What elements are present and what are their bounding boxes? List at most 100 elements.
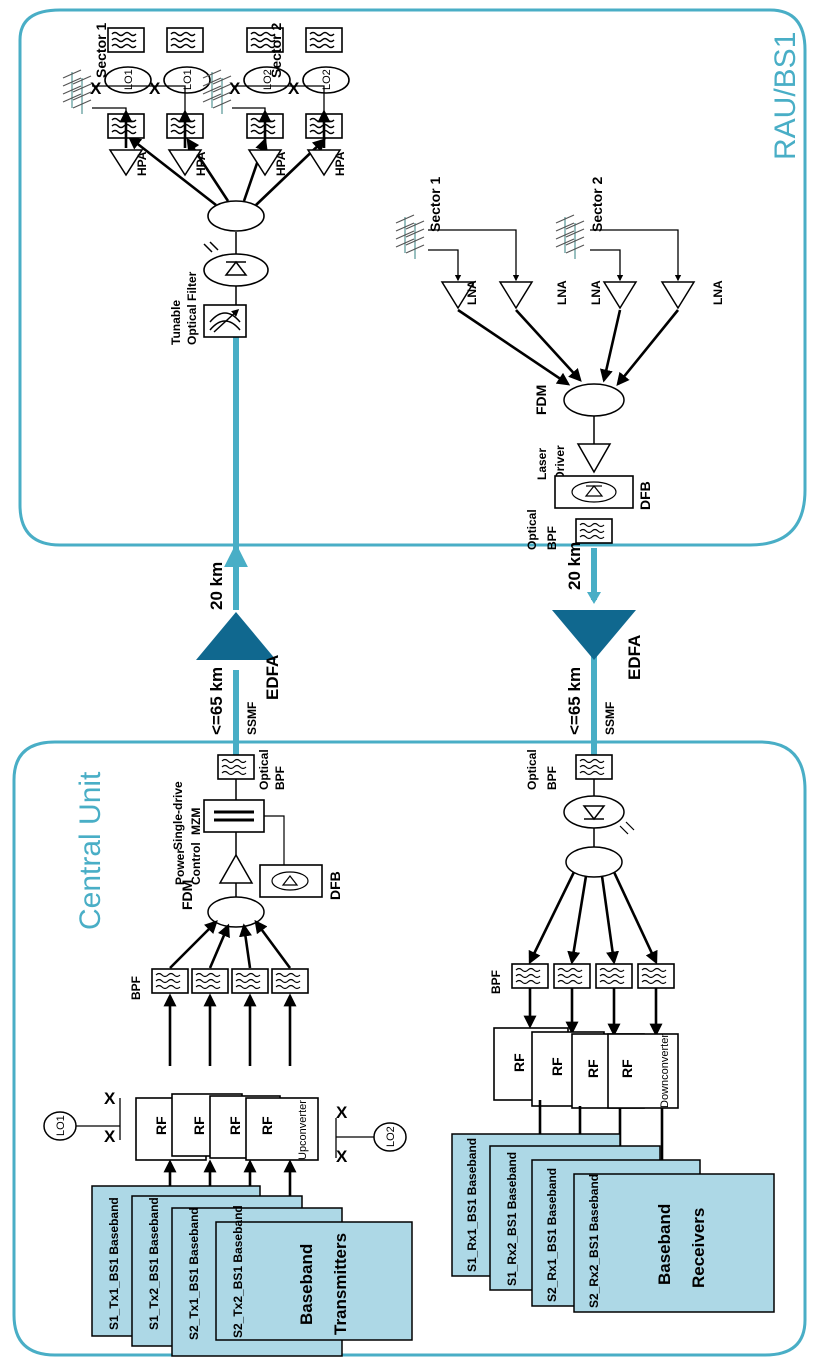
lna-label-4: LNA <box>711 280 725 305</box>
cu-tx-bpf-label: BPF <box>129 976 143 1000</box>
lna-label-2: LNA <box>555 280 569 305</box>
cu-mixer-lo1-b: X <box>104 1127 116 1146</box>
rau-region <box>18 8 807 547</box>
cu-down-rf-3: RF <box>585 1059 601 1078</box>
cu-downconverter-stack <box>493 1027 679 1109</box>
laser-driver-label-1: Laser <box>535 448 549 480</box>
cu-rx-bpf-label: BPF <box>489 970 503 994</box>
lna-to-fdm-arrows <box>457 308 680 387</box>
rx-baseband-3: S2_Rx1_BS1 Baseband <box>545 1168 559 1302</box>
rx-main-label-2: Receivers <box>689 1208 708 1288</box>
cu-rx-bpf-2 <box>553 963 591 989</box>
sector2-rx-label: Sector 2 <box>589 177 605 232</box>
cu-rx-optical-bpf-label-2: BPF <box>545 766 559 790</box>
rx-main-label-1: Baseband <box>655 1204 674 1285</box>
cu-mixer-lo2-a: X <box>336 1103 348 1122</box>
power-control-label-2: Control <box>189 842 203 885</box>
tx-baseband-3: S2_Tx1_BS1 Baseband <box>187 1207 201 1340</box>
upper-edfa-label: EDFA <box>263 655 282 700</box>
cu-up-rf-1: RF <box>153 1116 169 1135</box>
mzm-modulator <box>203 799 265 833</box>
lower-fiber-type: SSMF <box>603 702 617 735</box>
lna-feed-arrows <box>428 229 682 282</box>
lna-label-3: LNA <box>589 280 603 305</box>
cu-lo2-label: LO2 <box>385 1126 397 1147</box>
optical-bpf-cu-tx <box>217 754 255 780</box>
dfb-label-rau: DFB <box>637 481 653 510</box>
rx-baseband-2: S1_Rx2_BS1 Baseband <box>505 1152 519 1286</box>
sector1-tx-label: Sector 1 <box>93 23 109 78</box>
dfb-rau <box>554 475 634 509</box>
upper-fiber-type: SSMF <box>245 702 259 735</box>
cu-bpf-to-rf <box>523 988 663 1037</box>
cu-up-rf-2: RF <box>191 1116 207 1135</box>
fdm-label-cu: FDM <box>179 880 195 910</box>
tx-baseband-1: S1_Tx1_BS1 Baseband <box>107 1197 121 1330</box>
cu-rf-to-bpf <box>163 993 297 1066</box>
optical-bpf-cu-rx <box>575 754 613 780</box>
hpa-2 <box>167 149 203 177</box>
photodiode-rau <box>203 241 269 287</box>
edfa-lower <box>552 610 636 660</box>
laser-driver-label-2: Driver <box>553 445 567 480</box>
cu-upconverter-stack <box>135 1093 319 1161</box>
rau-optical-bpf-label-1: Optical <box>525 509 539 550</box>
downconverter-label: Downconverter <box>659 1034 671 1108</box>
lo2-a: LO2 <box>262 69 274 90</box>
cu-up-rf-3: RF <box>227 1116 243 1135</box>
antenna-sector1-rx <box>395 214 425 260</box>
cu-rx-optical-bpf-label-1: Optical <box>525 749 539 790</box>
tx-baseband-4: S2_Tx2_BS1 Baseband <box>231 1205 245 1338</box>
cu-tx-bpf-2 <box>191 968 229 994</box>
edfa-upper <box>196 612 276 660</box>
cu-lo2 <box>335 1118 407 1158</box>
cu-tx-baseband-stack <box>91 1185 413 1357</box>
optical-bpf-rau <box>575 518 613 544</box>
antenna-sector2-rx <box>555 214 585 260</box>
cu-tx-optical-bpf-label-1: Optical <box>257 749 271 790</box>
dfb-cu <box>259 864 323 898</box>
lower-edfa-label: EDFA <box>625 635 644 680</box>
lo1-b: LO1 <box>182 69 194 90</box>
fdm-label-rau: FDM <box>533 385 549 415</box>
fiber-lower-arrow <box>587 592 601 604</box>
lower-near-distance: 20 km <box>565 542 584 590</box>
cu-tx-bpf-4 <box>271 968 309 994</box>
lower-far-distance: <=65 km <box>565 667 584 735</box>
hpa-4 <box>306 149 342 177</box>
power-control-amp <box>218 853 254 884</box>
central-unit-title: Central Unit <box>74 771 107 930</box>
hpa-output-arrows <box>92 85 331 148</box>
cu-rx-bpf-1 <box>511 963 549 989</box>
power-control-label-1: Power <box>173 849 187 885</box>
mixer-x-2: X <box>149 79 161 98</box>
sector1-rx-label: Sector 1 <box>427 177 443 232</box>
upper-far-distance: <=65 km <box>207 667 226 735</box>
cu-rx-baseband-stack <box>451 1133 775 1313</box>
cu-lo1 <box>43 1098 121 1141</box>
cu-down-rf-2: RF <box>549 1057 565 1076</box>
tx-main-label-1: Baseband <box>297 1244 316 1325</box>
cu-rx-bpf-4 <box>637 963 675 989</box>
rau-optical-bpf-label-2: BPF <box>545 526 559 550</box>
tunable-optical-filter <box>203 304 247 338</box>
mzm-label-1: Single-drive <box>171 781 185 850</box>
cu-splitter-to-bpf <box>528 871 658 965</box>
power-splitter-rau <box>207 200 265 232</box>
cu-up-rf-4: RF <box>259 1116 275 1135</box>
cu-mixer-lo1-a: X <box>104 1089 116 1108</box>
cu-mixer-lo2-b: X <box>336 1147 348 1166</box>
upper-near-distance: 20 km <box>207 562 226 610</box>
mixer-x-1: X <box>90 79 102 98</box>
mixer-x-4: X <box>288 79 300 98</box>
cu-tx-bpf-3 <box>231 968 269 994</box>
power-splitter-cu <box>565 846 623 878</box>
lna-amplifiers <box>440 281 696 310</box>
antenna-sector1-tx <box>62 69 92 115</box>
cu-tx-optical-bpf-label-2: BPF <box>273 766 287 790</box>
tunable-filter-label-2: Optical Filter <box>185 271 199 345</box>
rau-title: RAU/BS1 <box>769 32 802 160</box>
tx-baseband-2: S1_Tx2_BS1 Baseband <box>147 1197 161 1330</box>
